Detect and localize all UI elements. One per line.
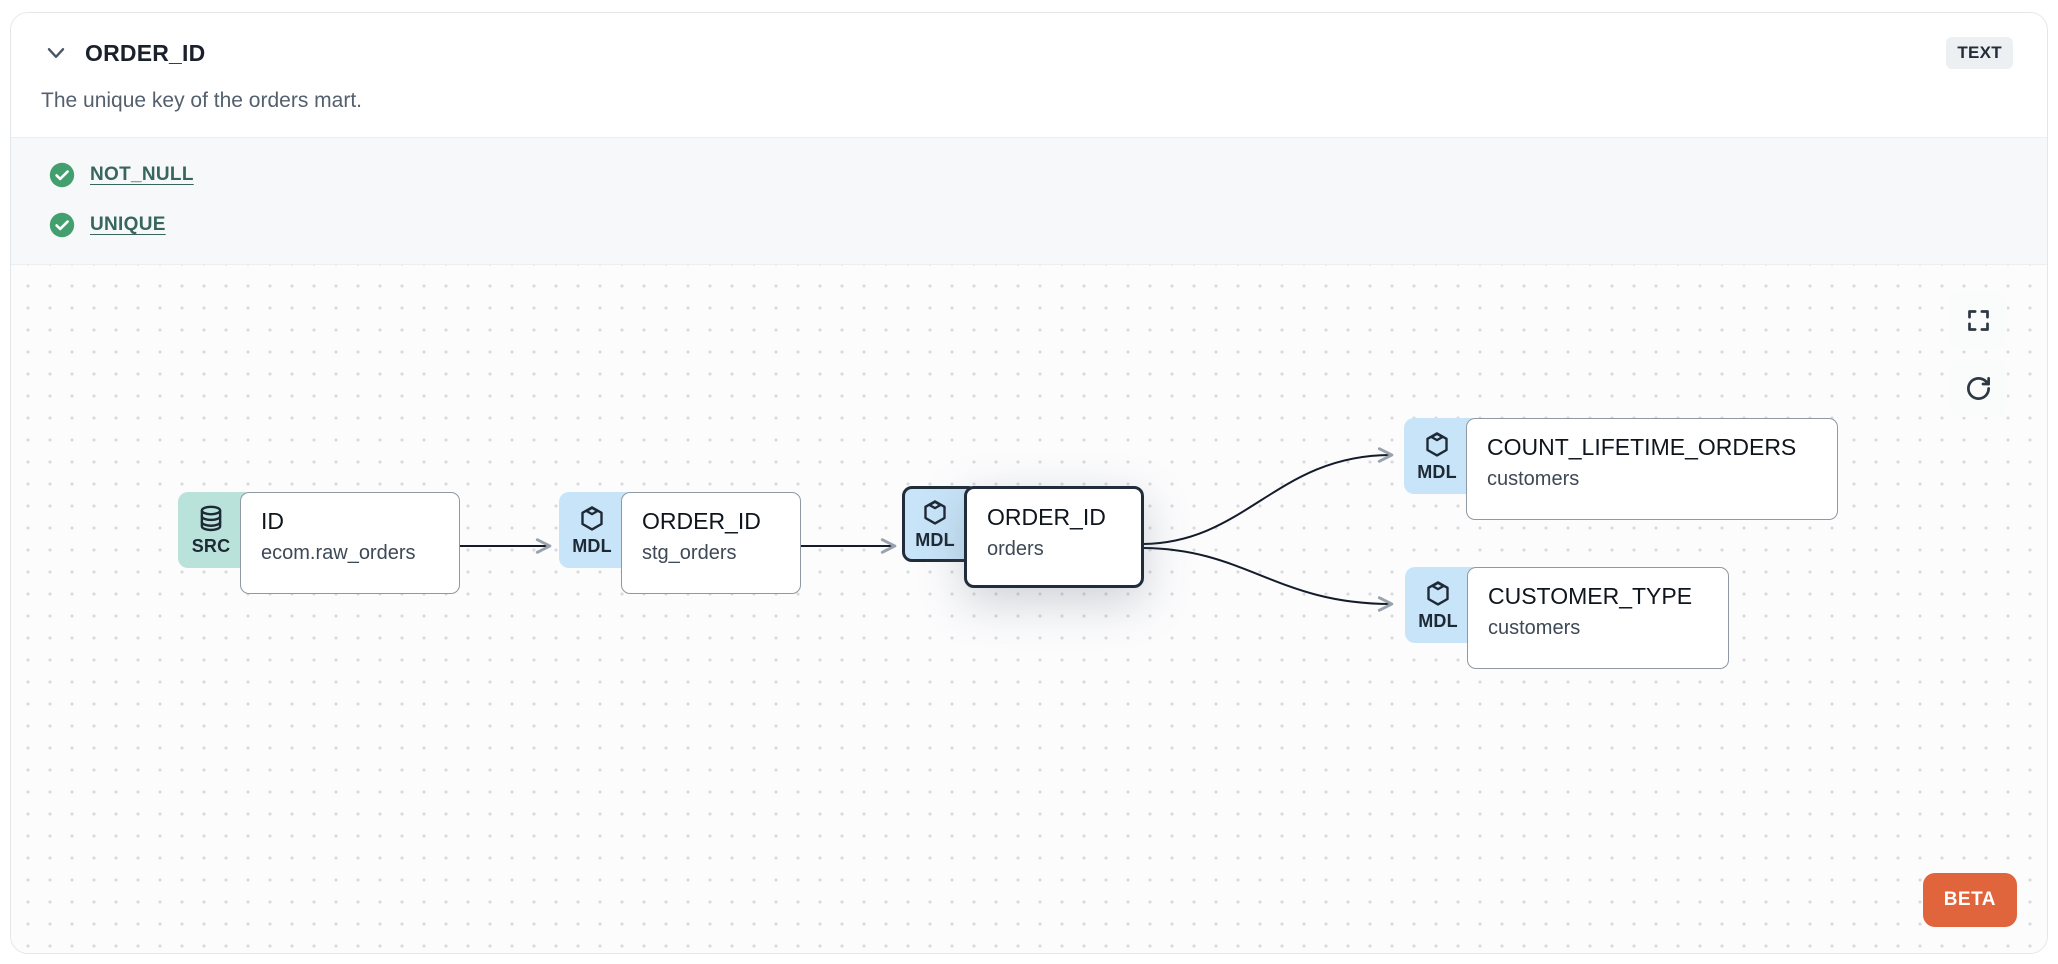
lineage-canvas[interactable]: SRC ID ecom.raw_orders MDL	[11, 265, 2047, 953]
node-title: ID	[261, 508, 284, 534]
collapse-chevron-button[interactable]	[41, 38, 71, 68]
test-row: NOT_NULL	[49, 162, 2017, 188]
lineage-node-stg-orders[interactable]: MDL ORDER_ID stg_orders	[559, 492, 801, 594]
node-title: ORDER_ID	[642, 508, 761, 534]
node-title: ORDER_ID	[987, 504, 1106, 530]
refresh-button[interactable]	[1949, 359, 2007, 417]
chevron-down-icon	[43, 40, 69, 66]
node-subtitle: customers	[1487, 468, 1580, 490]
lineage-edges	[454, 447, 1394, 612]
badge-label: MDL	[1417, 461, 1457, 482]
panel-header: ORDER_ID TEXT The unique key of the orde…	[11, 13, 2047, 137]
badge-label: MDL	[915, 529, 955, 550]
column-detail-panel: ORDER_ID TEXT The unique key of the orde…	[10, 12, 2048, 954]
node-subtitle: customers	[1488, 617, 1581, 639]
fullscreen-icon	[1965, 307, 1992, 334]
test-link-not-null[interactable]: NOT_NULL	[90, 164, 194, 185]
node-card: ORDER_ID stg_orders	[621, 492, 801, 594]
test-row: UNIQUE	[49, 212, 2017, 238]
cube-icon	[577, 504, 607, 534]
node-card: ID ecom.raw_orders	[240, 492, 460, 594]
lineage-node-count-lifetime-orders[interactable]: MDL COUNT_LIFETIME_ORDERS customers	[1404, 418, 1838, 520]
column-type-badge: TEXT	[1946, 37, 2013, 69]
test-link-unique[interactable]: UNIQUE	[90, 214, 166, 235]
check-circle-icon	[49, 212, 75, 238]
tests-section: NOT_NULL UNIQUE	[11, 137, 2047, 265]
beta-badge: BETA	[1922, 873, 2017, 927]
node-subtitle: stg_orders	[642, 542, 737, 564]
refresh-icon	[1965, 375, 1992, 402]
node-card: COUNT_LIFETIME_ORDERS customers	[1466, 418, 1838, 520]
node-card: CUSTOMER_TYPE customers	[1467, 567, 1729, 669]
badge-label: MDL	[572, 535, 612, 556]
check-circle-icon	[49, 162, 75, 188]
badge-label: MDL	[1418, 610, 1458, 631]
page-title: ORDER_ID	[85, 39, 206, 66]
node-subtitle: orders	[987, 538, 1044, 560]
badge-label: SRC	[191, 535, 231, 556]
lineage-node-orders-selected[interactable]: MDL ORDER_ID orders	[902, 486, 1144, 588]
column-description: The unique key of the orders mart.	[41, 89, 362, 112]
node-card: ORDER_ID orders	[964, 486, 1144, 588]
node-title: CUSTOMER_TYPE	[1488, 583, 1693, 609]
lineage-node-customer-type[interactable]: MDL CUSTOMER_TYPE customers	[1405, 567, 1729, 669]
database-icon	[196, 504, 226, 534]
fullscreen-button[interactable]	[1949, 291, 2007, 349]
canvas-controls	[1949, 291, 2007, 417]
cube-icon	[920, 498, 950, 528]
lineage-node-source-id[interactable]: SRC ID ecom.raw_orders	[178, 492, 460, 594]
node-subtitle: ecom.raw_orders	[261, 542, 416, 564]
cube-icon	[1422, 430, 1452, 460]
cube-icon	[1423, 579, 1453, 609]
node-title: COUNT_LIFETIME_ORDERS	[1487, 434, 1797, 460]
